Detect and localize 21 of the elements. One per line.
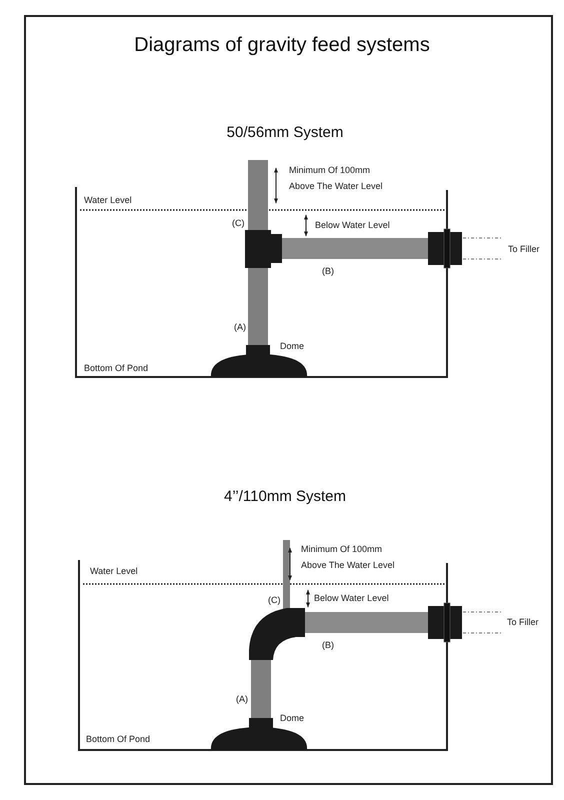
outlet-label: To Filler bbox=[508, 243, 540, 256]
part-label: (A) bbox=[234, 321, 246, 334]
part-label: (A) bbox=[236, 693, 248, 706]
dimension-note: Below Water Level bbox=[315, 219, 390, 232]
pond-bottom-label: Bottom Of Pond bbox=[84, 362, 148, 375]
part-label: Dome bbox=[280, 712, 304, 725]
outlet-label: To Filler bbox=[507, 616, 539, 629]
dimension-note: Below Water Level bbox=[314, 592, 389, 605]
part-label: (B) bbox=[322, 265, 334, 278]
system-heading: 4’’/110mm System bbox=[224, 488, 346, 506]
dimension-note: Minimum Of 100mm Above The Water Level bbox=[301, 543, 396, 572]
part-label: (C) bbox=[268, 594, 280, 607]
part-label: Dome bbox=[280, 340, 304, 353]
part-label: (B) bbox=[322, 639, 334, 652]
water-level-label: Water Level bbox=[90, 565, 138, 578]
water-level-label: Water Level bbox=[84, 194, 132, 207]
system-heading: 50/56mm System bbox=[226, 124, 344, 142]
pond-bottom-label: Bottom Of Pond bbox=[86, 733, 150, 746]
diagram-title: Diagrams of gravity feed systems bbox=[133, 34, 431, 57]
dimension-note: Minimum Of 100mm Above The Water Level bbox=[289, 164, 384, 193]
part-label: (C) bbox=[232, 217, 244, 230]
